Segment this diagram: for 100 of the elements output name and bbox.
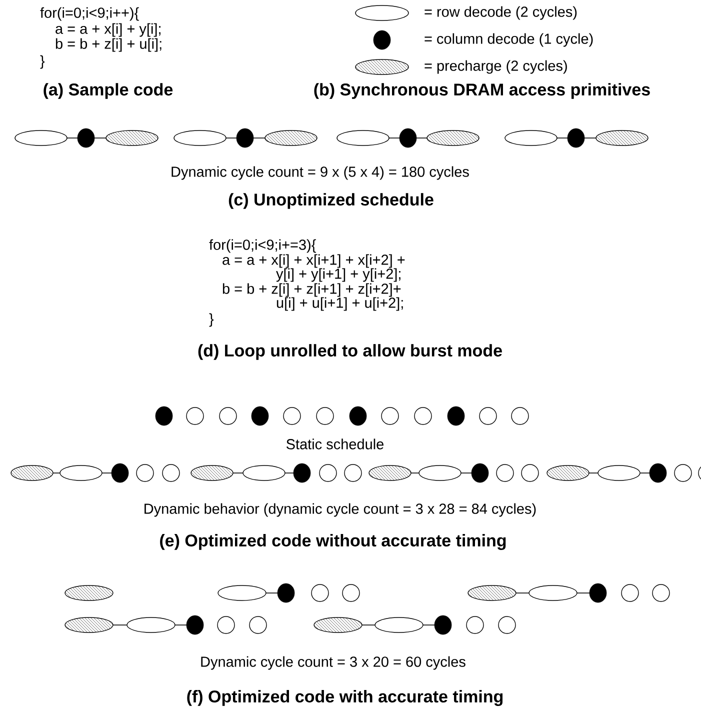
connector-line xyxy=(232,472,244,474)
column-decode-dot xyxy=(349,406,367,426)
code-line: b = b + z[i] + z[i+1] + z[i+2]+ xyxy=(222,283,401,297)
idle-circle xyxy=(283,407,301,425)
panel-caption: (b) Synchronous DRAM access primitives xyxy=(314,83,650,99)
connector-line xyxy=(52,472,60,474)
note-text: Dynamic behavior (dynamic cycle count = 3 x 28 = 84 cycles) xyxy=(144,503,536,517)
column-decode-dot xyxy=(589,583,607,603)
note-text: Static schedule xyxy=(286,438,384,450)
hatched-ellipse xyxy=(64,617,114,633)
idle-circle xyxy=(342,584,360,602)
panel-caption: (f) Optimized code with accurate timing xyxy=(187,690,503,706)
column-decode-dot xyxy=(236,128,254,148)
row-decode-ellipse xyxy=(60,465,102,481)
row-decode-ellipse xyxy=(14,130,68,146)
hatched-ellipse xyxy=(10,465,54,481)
code-line: } xyxy=(209,313,214,327)
idle-circle xyxy=(186,407,204,425)
idle-circle xyxy=(316,407,334,425)
idle-circle xyxy=(511,407,529,425)
legend-text: = column decode (1 cycle) xyxy=(424,33,593,47)
idle-circle xyxy=(381,407,399,425)
row-decode-ellipse xyxy=(374,617,424,633)
connector-line xyxy=(576,592,590,594)
row-decode-ellipse xyxy=(598,465,640,481)
column-decode-dot xyxy=(186,615,204,635)
hatched-ellipse xyxy=(596,130,648,146)
code-line: b = b + z[i] + u[i]; xyxy=(56,38,162,52)
column-decode-dot xyxy=(447,406,465,426)
column-decode-dot xyxy=(111,463,129,483)
code-line: } xyxy=(40,55,45,69)
column-decode-dot xyxy=(277,583,295,603)
connector-line xyxy=(516,592,530,594)
connector-line xyxy=(640,472,650,474)
idle-circle xyxy=(414,407,432,425)
idle-circle xyxy=(621,584,639,602)
row-decode-ellipse xyxy=(242,465,286,481)
row-decode-ellipse xyxy=(218,585,266,601)
idle-circle xyxy=(319,464,337,482)
legend-text: = row decode (2 cycles) xyxy=(424,6,577,20)
hatched-ellipse xyxy=(264,130,318,146)
row-decode-ellipse xyxy=(126,617,176,633)
connector-line xyxy=(362,624,376,626)
idle-circle xyxy=(674,464,692,482)
idle-circle xyxy=(479,407,497,425)
hatched-ellipse xyxy=(190,465,234,481)
row-decode-ellipse xyxy=(418,465,462,481)
panel-caption: (e) Optimized code without accurate timing xyxy=(160,534,506,550)
hatched-ellipse xyxy=(546,465,590,481)
note-text: Dynamic cycle count = 9 x (5 x 4) = 180 cycles xyxy=(172,166,469,180)
connector-line xyxy=(102,472,112,474)
code-line: a = a + x[i] + y[i]; xyxy=(56,23,160,37)
connector-line xyxy=(588,472,598,474)
column-decode-dot xyxy=(293,463,311,483)
hatched-ellipse xyxy=(468,585,516,601)
connector-line xyxy=(174,624,187,626)
row-decode-ellipse xyxy=(174,130,226,146)
column-decode-dot xyxy=(77,128,95,148)
column-decode-dot xyxy=(567,128,585,148)
connector-line xyxy=(422,624,435,626)
hatched-ellipse xyxy=(426,130,480,146)
idle-circle xyxy=(249,616,267,634)
panel-caption: (a) Sample code xyxy=(44,83,173,99)
column-decode-dot xyxy=(434,615,452,635)
connector-line xyxy=(284,472,294,474)
connector-line xyxy=(460,472,472,474)
code-line: y[i] + y[i+1] + y[i+2]; xyxy=(276,268,400,282)
column-decode-dot xyxy=(471,463,489,483)
idle-circle xyxy=(162,464,180,482)
column-decode-dot xyxy=(251,406,269,426)
idle-circle xyxy=(219,407,237,425)
hatched-ellipse xyxy=(64,585,114,601)
panel-caption: (c) Unoptimized schedule xyxy=(228,193,434,209)
idle-circle xyxy=(496,464,514,482)
row-decode-ellipse xyxy=(504,130,558,146)
idle-circle xyxy=(466,616,484,634)
row-decode-ellipse xyxy=(336,130,390,146)
hatched-ellipse xyxy=(368,465,412,481)
column-decode-dot xyxy=(649,463,667,483)
column-decode-dot xyxy=(399,128,417,148)
column-decode-dot xyxy=(155,406,173,426)
idle-circle xyxy=(521,464,539,482)
idle-circle xyxy=(498,616,516,634)
connector-line xyxy=(410,472,420,474)
panel-caption: (d) Loop unrolled to allow burst mode xyxy=(198,344,502,360)
connector-line xyxy=(266,592,278,594)
idle-circle xyxy=(311,584,329,602)
idle-circle xyxy=(136,464,154,482)
idle-circle xyxy=(344,464,362,482)
code-line: a = a + x[i] + x[i+1] + x[i+2] + xyxy=(222,254,405,268)
code-line: u[i] + u[i+1] + u[i+2]; xyxy=(276,297,403,311)
hatched-ellipse xyxy=(106,130,158,146)
idle-circle xyxy=(652,584,670,602)
row-decode-ellipse xyxy=(528,585,578,601)
code-line: for(i=0;i<9;i+=3){ xyxy=(209,239,316,253)
connector-line xyxy=(112,624,128,626)
idle-circle xyxy=(217,616,235,634)
code-line: for(i=0;i<9;i++){ xyxy=(40,7,139,21)
hatched-ellipse xyxy=(314,617,362,633)
legend-text: = precharge (2 cycles) xyxy=(424,60,567,74)
